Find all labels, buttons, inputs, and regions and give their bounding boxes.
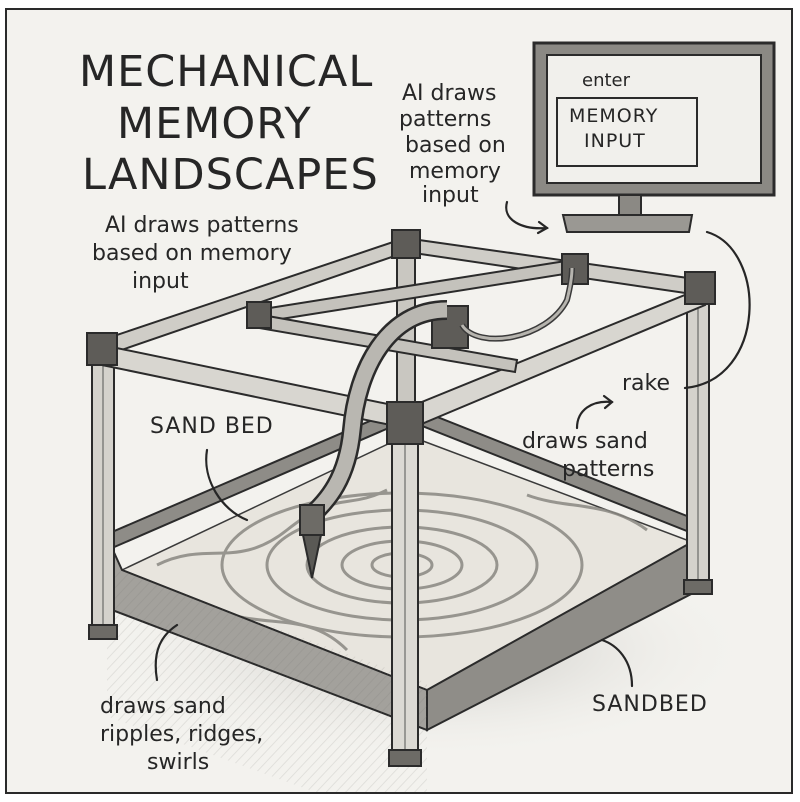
ripples-leader: [154, 623, 179, 682]
sand-bed-label-right: SANDBED: [592, 692, 708, 717]
monitor: [532, 41, 776, 233]
corner-bracket-right: [684, 271, 716, 305]
ai-caption-left-line-2: based on memory: [92, 241, 292, 266]
gantry-carriage-left: [246, 301, 272, 329]
ai-caption-right-line-3: based on: [405, 133, 506, 158]
corner-bracket-left: [86, 332, 118, 366]
monitor-screen: [546, 54, 762, 184]
rake-label: rake: [622, 371, 671, 396]
draws-ripples-line-1: draws sand: [100, 694, 226, 719]
callout-arrows: [154, 200, 751, 688]
sand-bed-leader-left: [205, 448, 249, 522]
title-line-2: MEMORY: [117, 99, 312, 149]
draws-sand-patterns-line-2: patterns: [562, 457, 655, 482]
arrow-draws-patterns: [575, 400, 614, 430]
draws-ripples-line-2: ripples, ridges,: [100, 722, 264, 747]
sand-machine-drawing: [86, 41, 776, 792]
rake-tip: [301, 534, 323, 579]
draws-sand-patterns-line-1: draws sand: [522, 429, 648, 454]
ai-caption-left-line-1: AI draws patterns: [105, 213, 299, 238]
corner-bracket-front: [386, 401, 424, 445]
memory-input-line-2: INPUT: [584, 130, 646, 152]
ai-caption-right-line-5: input: [422, 183, 479, 208]
sand-bed-label-left: SAND BED: [150, 414, 274, 439]
title-line-3: LANDSCAPES: [82, 150, 379, 200]
ai-caption-right-line-1: AI draws: [402, 81, 497, 106]
sand-bed-leader-right: [600, 638, 634, 688]
gantry-carriage-right: [561, 253, 589, 285]
monitor-neck: [618, 194, 642, 218]
illustration-frame: MECHANICAL MEMORY LANDSCAPES AI draws pa…: [5, 8, 793, 794]
post-foot-left: [88, 624, 118, 640]
memory-input-line-1: MEMORY: [569, 105, 659, 127]
title-line-1: MECHANICAL: [79, 47, 374, 97]
ai-caption-left-line-3: input: [132, 269, 189, 294]
rake-head: [299, 504, 325, 536]
memory-input-box: [556, 97, 698, 167]
monitor-base: [561, 214, 694, 233]
monitor-enter-label: enter: [582, 70, 631, 91]
arrow-ai-to-monitor: [505, 200, 549, 230]
aluminum-frame: [86, 229, 716, 767]
corner-bracket-back: [391, 229, 421, 259]
ai-caption-right-line-4: memory: [409, 159, 501, 184]
post-foot-front: [388, 749, 422, 767]
post-foot-right: [683, 579, 713, 595]
rake-leader: [683, 230, 751, 390]
draws-ripples-line-3: swirls: [147, 750, 210, 775]
wall-hatching: [107, 566, 427, 792]
rake-arm: [299, 300, 448, 579]
ai-caption-right-line-2: patterns: [399, 107, 492, 132]
